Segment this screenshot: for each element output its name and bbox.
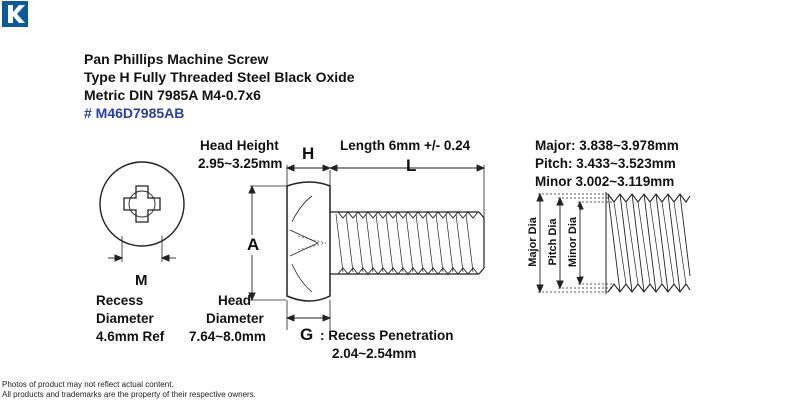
brand-logo-icon[interactable] [2, 1, 28, 27]
a-dimension-letter: A [246, 235, 261, 255]
recess-label-line-2: Diameter [96, 311, 154, 326]
h-dimension-letter: H [302, 144, 315, 163]
footer-disclaimer-line-1: Photos of product may not reflect actual… [2, 380, 174, 389]
dimension-arrows [248, 164, 486, 322]
head-height-label: Head Height [200, 138, 279, 153]
recess-penetration-label: : Recess Penetration [320, 328, 454, 343]
part-number: # M46D7985AB [84, 105, 185, 121]
product-title-line-1: Pan Phillips Machine Screw [84, 51, 269, 67]
pitch-diameter-spec: Pitch: 3.433~3.523mm [535, 156, 676, 171]
thread-section-view [536, 192, 691, 294]
footer-disclaimer-line-2: All products and trademarks are the prop… [2, 390, 256, 399]
screw-head-top-view [99, 161, 185, 262]
length-label: Length 6mm +/- 0.24 [340, 138, 471, 153]
minor-dia-label: Minor Dia [567, 207, 579, 277]
minor-diameter-spec: Minor 3.002~3.119mm [535, 174, 675, 189]
screw-side-view [250, 165, 485, 330]
recess-label-line-1: Recess [96, 293, 144, 308]
pitch-dia-label: Pitch Dia [547, 207, 559, 277]
product-title-line-3: Metric DIN 7985A M4-0.7x6 [84, 87, 261, 103]
m-dimension-letter: M [135, 272, 148, 289]
head-diameter-value: 7.64~8.0mm [189, 329, 266, 344]
k-letter-icon [8, 5, 25, 23]
recess-penetration-value: 2.04~2.54mm [332, 346, 417, 361]
head-diameter-label-line-2: Diameter [206, 311, 264, 326]
major-diameter-spec: Major: 3.838~3.978mm [535, 138, 679, 153]
g-dimension-letter: G [300, 325, 314, 344]
head-diameter-label-line-1: Head [218, 293, 252, 308]
head-height-value: 2.95~3.25mm [198, 156, 283, 171]
product-title-line-2: Type H Fully Threaded Steel Black Oxide [84, 69, 355, 85]
recess-diameter-value: 4.6mm Ref [96, 329, 165, 344]
l-dimension-letter: L [406, 156, 417, 175]
major-dia-label: Major Dia [527, 207, 539, 277]
